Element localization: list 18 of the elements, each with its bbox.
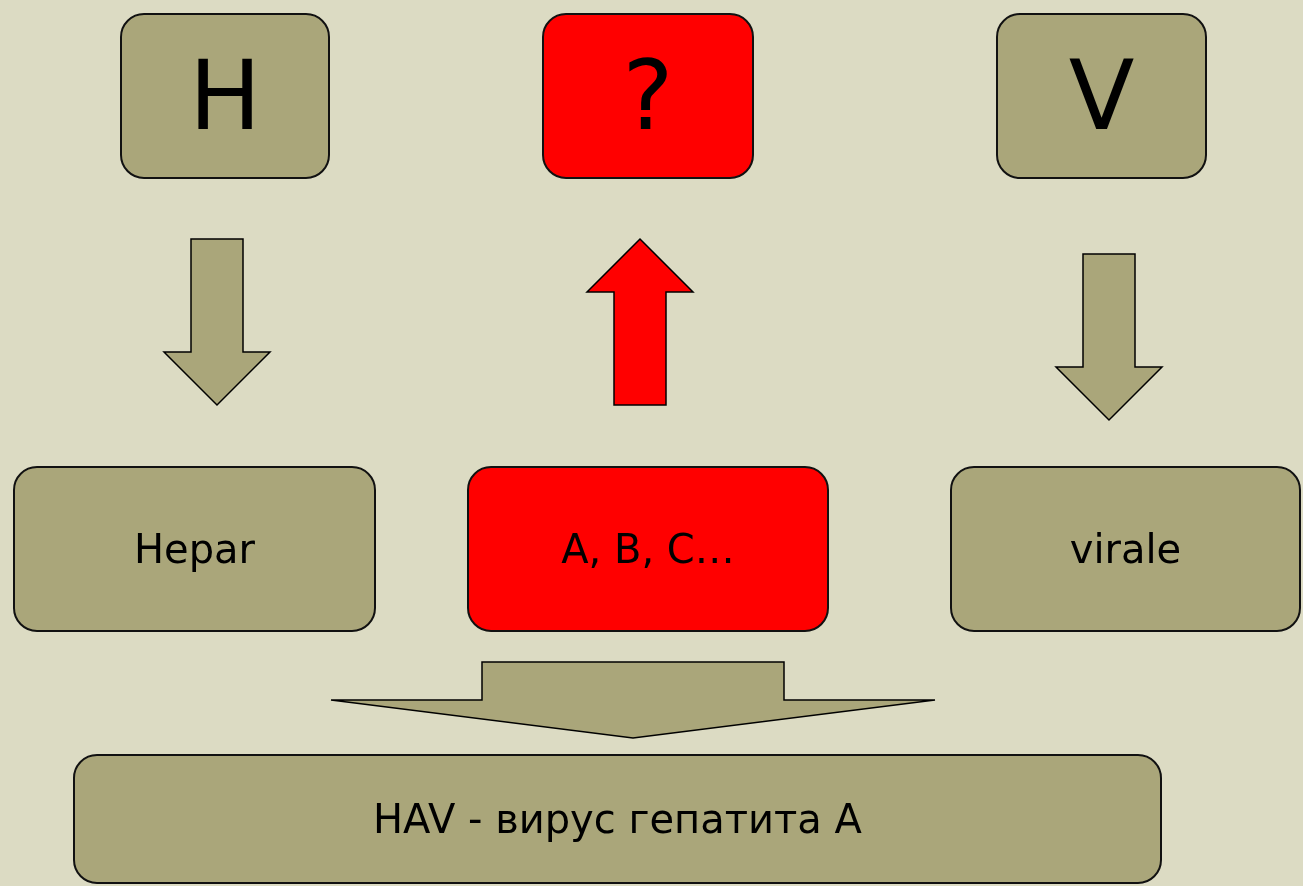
box-label: virale [1069, 526, 1182, 572]
rounded-box [73, 754, 1162, 884]
box-label: ? [622, 40, 674, 152]
box-label: V [1068, 40, 1135, 152]
block-arrow [330, 661, 936, 739]
box-label: HAV - вирус гепатита А [373, 796, 862, 842]
rounded-box [996, 13, 1207, 179]
block-arrow [585, 237, 695, 406]
block-arrow [1054, 253, 1164, 422]
rounded-box [120, 13, 330, 179]
box-label: H [188, 40, 262, 152]
rounded-box [13, 466, 376, 632]
rounded-box [467, 466, 829, 632]
box-label: Hepar [133, 526, 255, 572]
block-arrow [162, 238, 272, 407]
rounded-box [950, 466, 1301, 632]
rounded-box [542, 13, 754, 179]
box-label: A, B, C… [561, 526, 735, 572]
